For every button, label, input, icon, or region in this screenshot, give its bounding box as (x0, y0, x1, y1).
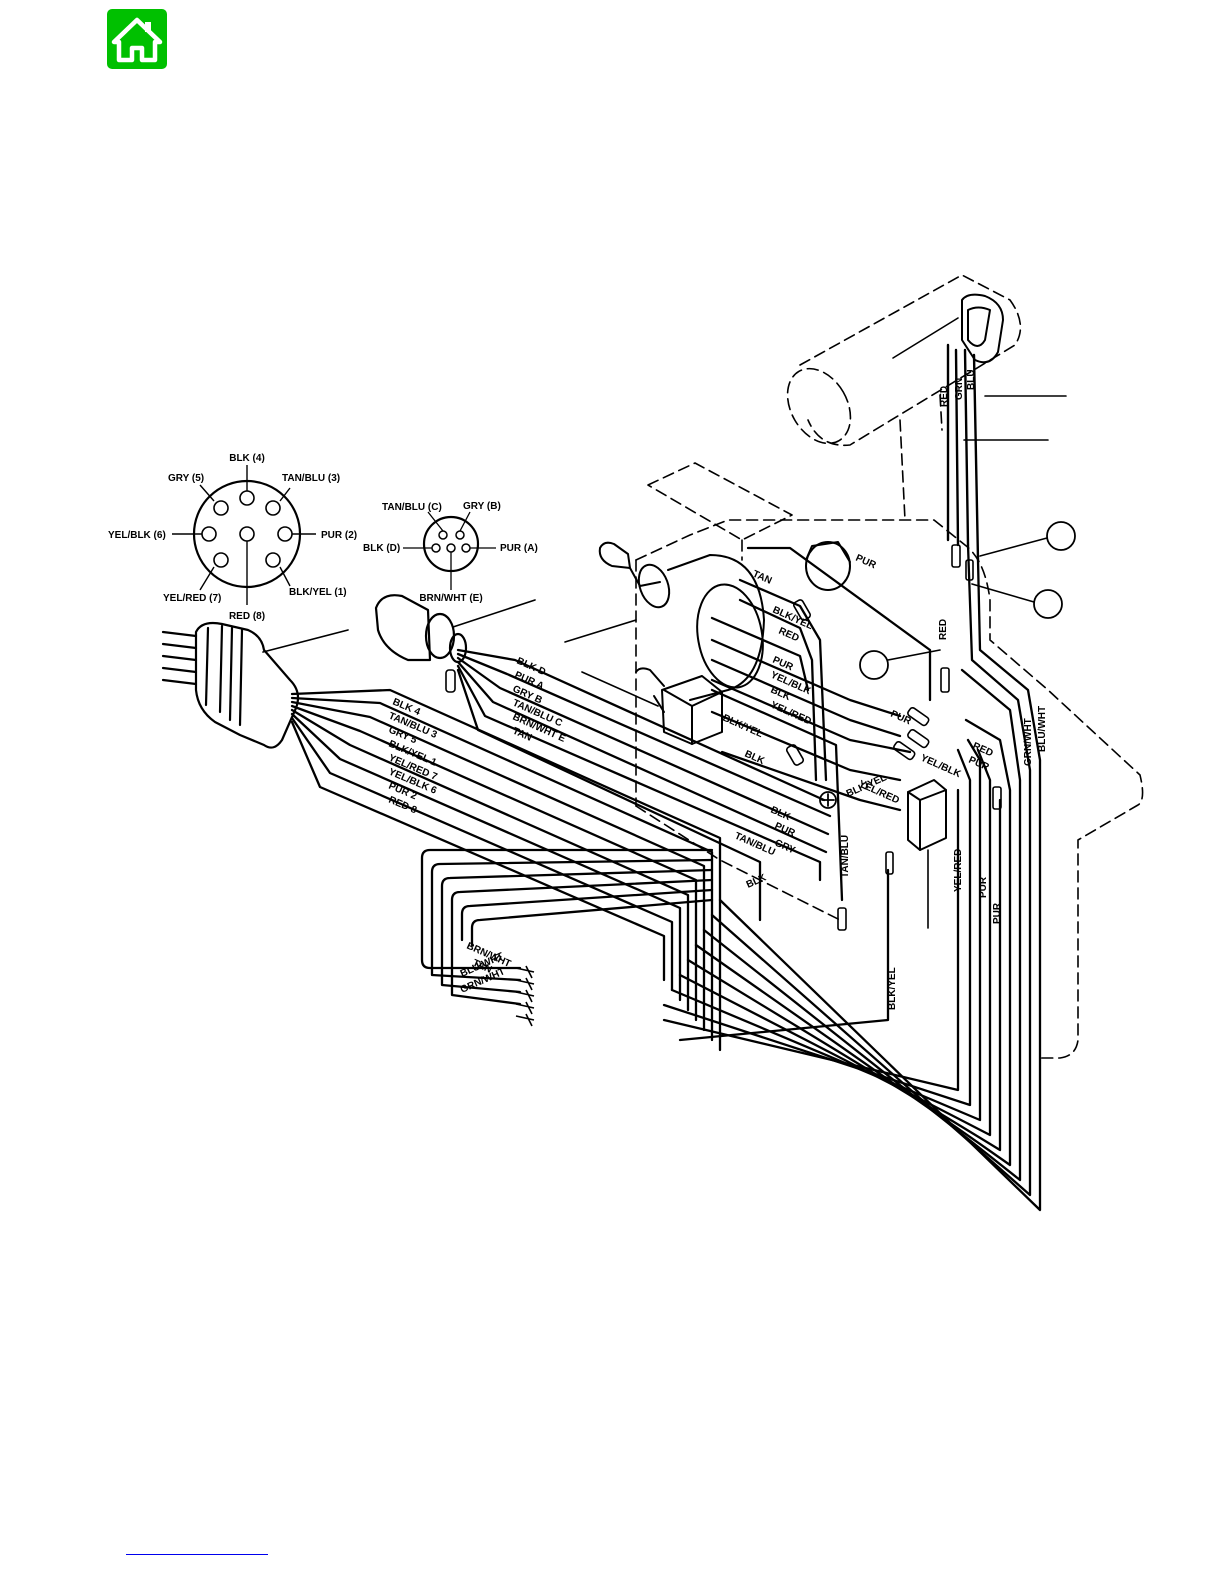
callout-ignition (564, 619, 637, 643)
pin-8-labels: BLK (4) TAN/BLU (3) PUR (2) BLK/YEL (1) … (108, 453, 357, 622)
pin-label: BLK (D) (363, 543, 400, 554)
pin-label: BLK (4) (229, 453, 265, 464)
wire-label: RED (777, 626, 801, 645)
harness-5-labels: BLK D PUR A GRY B TAN/BLU C BRN/WHT E TA… (511, 656, 568, 745)
wire-label: BLU/WHT (1037, 706, 1048, 752)
plug-5-pin (374, 594, 468, 664)
handle-harness (946, 343, 980, 562)
home-icon (111, 17, 163, 63)
wire-label: YEL/RED (953, 849, 964, 892)
pin-diagram-5 (403, 511, 496, 590)
toggle-switch (635, 667, 723, 745)
callout-plug-8 (262, 629, 349, 653)
wires-long-right (662, 543, 1042, 1212)
callout-circle (1046, 521, 1076, 551)
callout-trim-switch (892, 317, 959, 359)
pin-label: PUR (2) (321, 530, 357, 541)
wires-8-pin (290, 688, 722, 1052)
wire-label: RED (939, 386, 950, 407)
footer-link[interactable] (126, 1554, 268, 1555)
wire-label: BLU (966, 369, 977, 390)
wires-ignition (710, 546, 932, 902)
wires-5-pin (456, 648, 832, 922)
pin-5-labels: TAN/BLU (C) GRY (B) PUR (A) BRN/WHT (E) … (363, 501, 538, 604)
home-button[interactable] (107, 9, 167, 69)
pin-label: GRY (5) (168, 473, 204, 484)
wire-label: TAN (751, 569, 774, 587)
pin-label: BRN/WHT (E) (419, 593, 482, 604)
trim-switch (961, 293, 1004, 364)
center-labels: YEL/RED BLK/YEL BLK PUR GRY TAN/BLU BLK … (733, 772, 901, 890)
pin-label: TAN/BLU (C) (382, 502, 442, 513)
wire-label: TAN/BLU (733, 831, 777, 859)
wire-label: BLK (745, 872, 769, 891)
wire-loops (420, 848, 714, 1006)
pin-diagram-8 (172, 465, 316, 605)
pin-label: BLK/YEL (1) (289, 587, 347, 598)
wire-label: YEL/RED (769, 700, 813, 728)
ignition-switch (598, 541, 851, 701)
pin-label: PUR (A) (500, 543, 538, 554)
wire-label: RED (938, 619, 949, 640)
pin-label: YEL/RED (7) (163, 593, 221, 604)
handle-labels: RED GRN BLU (939, 369, 977, 407)
wire-label: PUR (889, 709, 913, 728)
pin-label: RED (8) (229, 611, 265, 622)
wire-label: PUR (992, 902, 1003, 924)
right-labels: RED PUR YEL/BLK RED PUR GRN/WHT BLU/WHT … (887, 619, 1048, 1010)
pin-label: YEL/BLK (6) (108, 530, 166, 541)
wire-label: PUR (854, 553, 878, 572)
plug-8-pin (161, 621, 300, 749)
pin-label: TAN/BLU (3) (282, 473, 340, 484)
callout-toggle (581, 671, 659, 707)
wire-label: PUR (978, 876, 989, 898)
wire-label: YEL/BLK (919, 753, 963, 781)
callout-circle (859, 650, 889, 680)
wire-label: BLK/YEL (887, 967, 898, 1010)
wire-label: GRN/WHT (1023, 718, 1034, 766)
wire-label: GRN (954, 378, 965, 400)
control-box-housing (635, 462, 1144, 1059)
limit-switch (907, 779, 947, 851)
wire-label: BLK/YEL (721, 713, 765, 740)
pin-label: GRY (B) (463, 501, 501, 512)
wire-label: BLK (769, 805, 793, 824)
callout-plug-5 (452, 599, 536, 628)
bullet-connectors (445, 544, 1002, 931)
control-handle (786, 274, 1022, 521)
terminal-ends (515, 965, 535, 1027)
callout-circle (1033, 589, 1063, 619)
wire-label: TAN/BLU (840, 835, 851, 878)
trailing-labels: BRN/WHT TAN BLU/WHT GRN/WHT (459, 941, 513, 996)
